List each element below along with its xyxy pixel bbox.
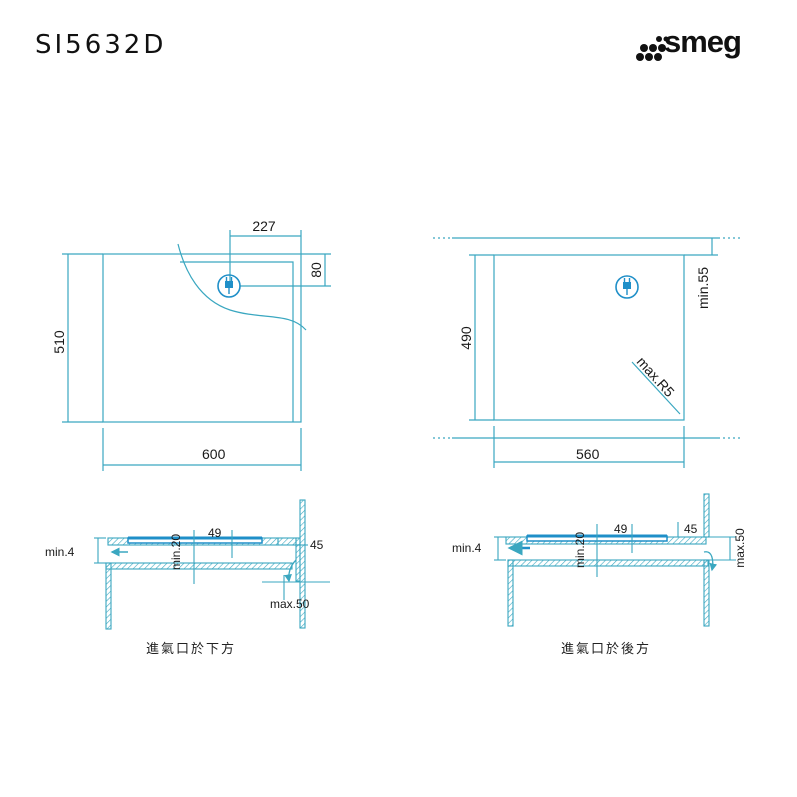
dim-45: 45 bbox=[310, 538, 324, 552]
top-view-left bbox=[62, 230, 331, 471]
plug-icon bbox=[615, 275, 639, 299]
brand-name: smeg bbox=[664, 24, 742, 59]
dim-600: 600 bbox=[202, 446, 226, 462]
cutout-outline bbox=[493, 254, 685, 421]
dim-max50: max.50 bbox=[270, 597, 310, 611]
caption-right: 進氣口於後方 bbox=[561, 641, 651, 657]
dim-227: 227 bbox=[252, 218, 276, 234]
cutaway-curve bbox=[177, 243, 307, 331]
logo-dots-icon bbox=[636, 36, 668, 61]
section-right bbox=[494, 493, 736, 627]
radius-leader bbox=[631, 361, 681, 415]
dim-510: 510 bbox=[51, 330, 67, 354]
top-view-right bbox=[433, 237, 740, 468]
caption-left: 進氣口於下方 bbox=[146, 641, 236, 657]
model-title: SI5632D bbox=[35, 30, 167, 60]
dim-max50: max.50 bbox=[733, 528, 747, 568]
dim-49: 49 bbox=[208, 526, 222, 540]
dim-min55: min.55 bbox=[695, 267, 711, 309]
cabinet-side-wall bbox=[507, 559, 514, 627]
plug-icon bbox=[217, 274, 241, 298]
dim-min4: min.4 bbox=[45, 545, 75, 559]
section-left bbox=[94, 499, 330, 630]
dim-min4: min.4 bbox=[452, 541, 482, 555]
dim-49: 49 bbox=[614, 522, 628, 536]
back-wall bbox=[703, 493, 710, 538]
hob-outline bbox=[102, 253, 302, 423]
smeg-logo: smeg bbox=[634, 24, 774, 66]
cabinet-shelf bbox=[507, 559, 709, 567]
dim-max-r5: max.R5 bbox=[634, 353, 678, 400]
dim-min20: min.20 bbox=[573, 532, 587, 568]
dim-490: 490 bbox=[458, 326, 474, 350]
dim-min20: min.20 bbox=[169, 534, 183, 570]
cabinet-side-wall bbox=[105, 562, 112, 630]
dim-560: 560 bbox=[576, 446, 600, 462]
dim-45: 45 bbox=[684, 522, 698, 536]
dim-80: 80 bbox=[308, 262, 324, 278]
cabinet-shelf bbox=[105, 562, 293, 570]
inner-outline bbox=[180, 261, 294, 422]
